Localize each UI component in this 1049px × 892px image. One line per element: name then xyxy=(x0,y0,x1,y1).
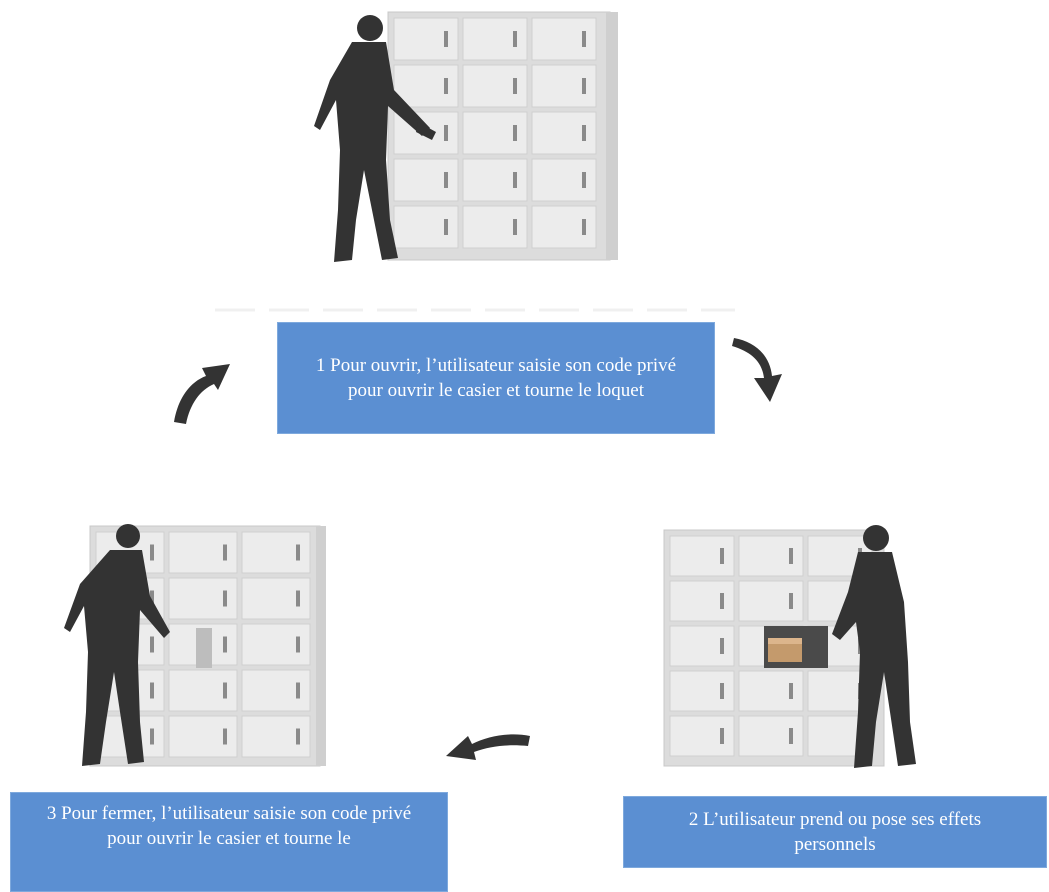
locker-door xyxy=(168,531,238,574)
step-1-text: 1 Pour ouvrir, l’utilisateur saisie son … xyxy=(315,355,677,401)
locker-door xyxy=(531,17,597,61)
locker-cabinet xyxy=(663,529,885,767)
lock-handle-icon xyxy=(720,728,724,744)
faded-divider xyxy=(215,300,735,312)
lock-handle-icon xyxy=(444,78,448,94)
lock-handle-icon xyxy=(150,544,154,561)
locker-door xyxy=(669,535,735,577)
locker-door xyxy=(738,715,804,757)
lock-handle-icon xyxy=(296,544,300,561)
lock-handle-icon xyxy=(582,125,586,141)
locker-door xyxy=(531,111,597,155)
lock-handle-icon xyxy=(223,590,227,607)
lock-handle-icon xyxy=(720,638,724,654)
locker-door xyxy=(531,158,597,202)
lock-handle-icon xyxy=(444,219,448,235)
lock-handle-icon xyxy=(444,125,448,141)
step-3-text: 3 Pour fermer, l’utilisateur saisie son … xyxy=(46,803,412,849)
person-silhouette xyxy=(832,525,916,768)
lock-handle-icon xyxy=(296,636,300,653)
curved-arrow-up-right-icon xyxy=(170,356,232,426)
lock-handle-icon xyxy=(513,78,517,94)
scene-step-2-use xyxy=(660,522,950,772)
lock-handle-icon xyxy=(296,682,300,699)
locker-door xyxy=(462,111,528,155)
lock-handle-icon xyxy=(223,728,227,745)
lock-handle-icon xyxy=(296,728,300,745)
locker-door xyxy=(669,715,735,757)
lock-handle-icon xyxy=(444,31,448,47)
lock-handle-icon xyxy=(513,31,517,47)
locker-door xyxy=(669,625,735,667)
lock-handle-icon xyxy=(789,728,793,744)
lock-handle-icon xyxy=(720,593,724,609)
locker-door xyxy=(462,64,528,108)
lock-handle-icon xyxy=(150,636,154,653)
locker-door xyxy=(738,580,804,622)
locker-door xyxy=(531,205,597,249)
scene-step-1-open xyxy=(290,10,620,270)
lock-handle-icon xyxy=(296,590,300,607)
person-silhouette xyxy=(314,15,436,262)
lock-handle-icon xyxy=(720,683,724,699)
locker-door xyxy=(393,17,459,61)
curved-arrow-left-icon xyxy=(444,722,534,762)
person-silhouette xyxy=(64,524,170,766)
lock-handle-icon xyxy=(789,548,793,564)
locker-door xyxy=(462,158,528,202)
locker-door xyxy=(669,670,735,712)
lock-handle-icon xyxy=(150,728,154,745)
lock-handle-icon xyxy=(582,78,586,94)
lock-handle-icon xyxy=(513,172,517,188)
step-1-caption: 1 Pour ouvrir, l’utilisateur saisie son … xyxy=(277,322,715,434)
locker-door xyxy=(669,580,735,622)
scene-step-3-close xyxy=(40,522,330,772)
lock-handle-icon xyxy=(223,636,227,653)
locker-door xyxy=(738,670,804,712)
lock-handle-icon xyxy=(582,219,586,235)
lock-handle-icon xyxy=(789,683,793,699)
curved-arrow-down-right-icon xyxy=(726,338,786,408)
locker-door xyxy=(531,64,597,108)
locker-door xyxy=(462,205,528,249)
lock-handle-icon xyxy=(223,682,227,699)
package-box xyxy=(768,642,802,662)
step-2-text: 2 L’utilisateur prend ou pose ses effets… xyxy=(688,809,982,855)
locker-door xyxy=(241,669,311,712)
lock-handle-icon xyxy=(444,172,448,188)
locker-cabinet xyxy=(387,11,618,261)
locker-door xyxy=(738,535,804,577)
lock-handle-icon xyxy=(582,172,586,188)
locker-door xyxy=(462,17,528,61)
lock-handle-icon xyxy=(150,682,154,699)
lock-handle-icon xyxy=(789,593,793,609)
lock-handle-icon xyxy=(513,125,517,141)
lock-handle-icon xyxy=(223,544,227,561)
lock-handle-icon xyxy=(720,548,724,564)
step-2-caption: 2 L’utilisateur prend ou pose ses effets… xyxy=(623,796,1047,868)
lock-handle-icon xyxy=(513,219,517,235)
step-3-caption: 3 Pour fermer, l’utilisateur saisie son … xyxy=(10,792,448,892)
locker-door xyxy=(393,158,459,202)
locker-door xyxy=(393,205,459,249)
lock-handle-icon xyxy=(150,590,154,607)
lock-handle-icon xyxy=(582,31,586,47)
